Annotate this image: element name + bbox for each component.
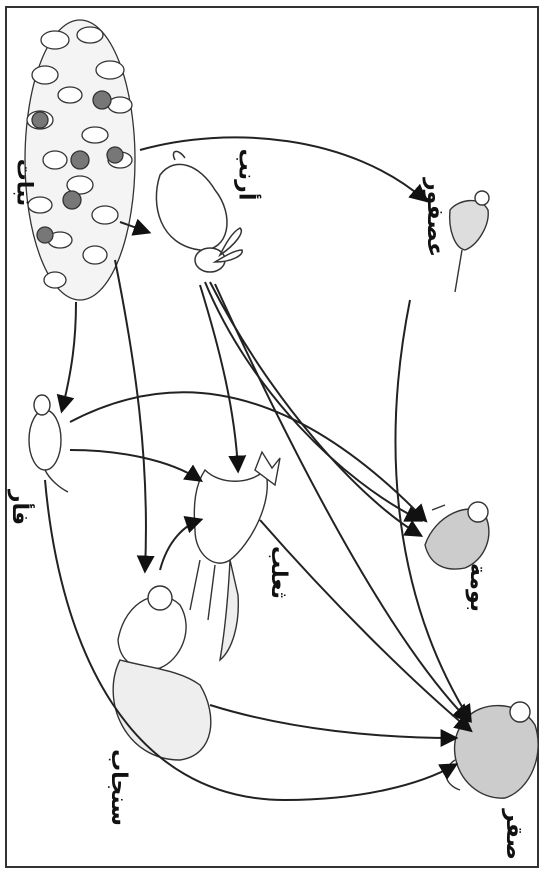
arrow-plant-to-squirrel: [115, 260, 146, 570]
arrow-squirrel-to-fox: [160, 520, 200, 570]
label-sparrow: عصفور: [422, 178, 447, 257]
label-mouse: فأر: [7, 490, 32, 525]
sparrow-illustration: [450, 191, 489, 292]
rabbit-illustration: [156, 151, 242, 272]
label-plant: نبات: [11, 159, 36, 207]
hawk-illustration: [446, 702, 538, 798]
owl-illustration: [425, 502, 489, 569]
label-squirrel: سنجاب: [106, 749, 131, 826]
arrow-squirrel-to-hawk: [210, 705, 455, 738]
arrow-mouse-to-fox: [70, 450, 200, 480]
label-owl: بومة: [465, 563, 490, 612]
arrow-plant-to-mouse: [62, 302, 76, 410]
label-rabbit: أرنب: [233, 149, 258, 201]
squirrel-illustration: [113, 586, 211, 760]
plant-illustration: [25, 20, 135, 300]
label-hawk: صقر: [501, 809, 526, 860]
label-fox: ثعلب: [266, 546, 291, 599]
